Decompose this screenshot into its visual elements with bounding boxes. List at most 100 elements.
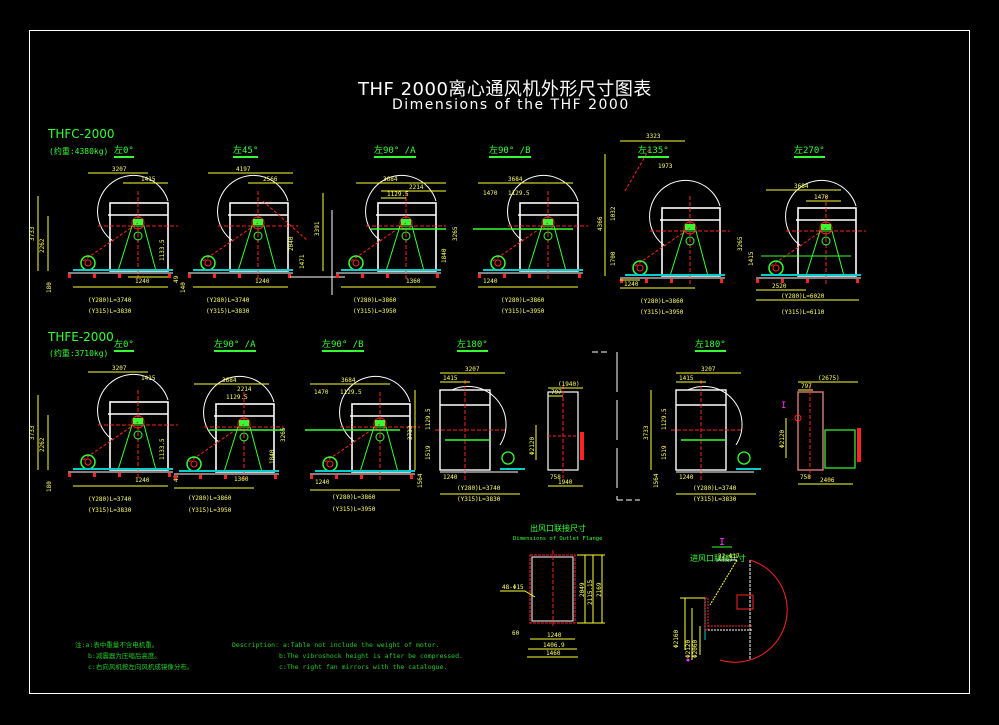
dim: 797 <box>551 389 562 396</box>
length-y315: (Y315)L=6110 <box>781 309 825 316</box>
view-thfc-135deg: 3323 1973 4366 1032 1700 1240 (Y280)L=38… <box>597 133 731 316</box>
dim-height: 4366 <box>597 216 604 231</box>
view-thfe-0deg: 3207 1415 3733 2262 1133.5 1240 49 180 (… <box>29 365 180 514</box>
view-label: 左270° <box>794 146 825 158</box>
dim: 60 <box>512 630 520 637</box>
length-y280: (Y280)L=3860 <box>640 298 684 305</box>
view-label: 左45° <box>233 146 259 158</box>
note-b: b:减震器为压缩后高度。 <box>88 652 161 660</box>
length-y315: (Y315)L=3830 <box>206 308 250 315</box>
length-y315: (Y315)L=3830 <box>88 308 132 315</box>
dim: 1840 <box>269 449 276 464</box>
view-thfc-45deg: 4197 2566 2040 3391 1471 1240 140 (Y280)… <box>180 166 324 315</box>
view-label: 左180° <box>457 340 488 352</box>
dim: 1470 <box>483 190 498 197</box>
outlet-holes-label: 48-Φ15 <box>502 584 524 591</box>
dim: Φ2160 <box>673 630 680 648</box>
dim: 1519 <box>661 445 668 460</box>
length-y280: (Y280)L=3860 <box>353 297 397 304</box>
dim-height: 3265 <box>280 427 287 442</box>
dim: 1940 <box>558 479 573 486</box>
outlet-flange-title: 出风口联接尺寸 <box>530 524 586 533</box>
dim: 1240 <box>679 474 694 481</box>
dim: 1129.5 <box>340 389 362 396</box>
note-a: a:表中重量不含电机重。 <box>85 641 159 649</box>
dim: 1360 <box>406 278 421 285</box>
dim: (2675) <box>818 375 840 382</box>
side-view-180a: (1940) 797 Φ2120 758 1940 <box>529 381 584 487</box>
view-label: 左0° <box>114 340 134 352</box>
drawing-frame <box>29 30 970 694</box>
dim: 2115.15 <box>587 579 594 605</box>
dim-height: 3733 <box>29 226 36 241</box>
length-y280: (Y280)L=3860 <box>188 495 232 502</box>
dim: 1240 <box>443 474 458 481</box>
dim: 1470 <box>814 194 829 201</box>
dim: 2214 <box>237 386 252 393</box>
inlet-flange-title: 进风口联接尺寸 <box>690 554 746 563</box>
note-b: b:The vibroshock height is after be comp… <box>279 652 463 660</box>
drawing-title-en: Dimensions of the THF 2000 <box>392 97 630 113</box>
dim: 2406 <box>820 477 835 484</box>
model-thfe: THFE-2000 <box>48 330 114 344</box>
dim: 1700 <box>610 251 617 266</box>
dim: 1519 <box>425 445 432 460</box>
dim: 1471 <box>299 254 306 269</box>
dim: 2262 <box>39 238 46 253</box>
length-y315: (Y315)L=3950 <box>188 507 232 514</box>
dim: 1415 <box>748 251 755 266</box>
dim-width: 3684 <box>222 377 237 384</box>
length-y280: (Y280)L=3860 <box>501 297 545 304</box>
dim: 1415 <box>141 176 156 183</box>
note-c: c:The right fan mirrors with the catalog… <box>279 663 448 671</box>
note-prefix: 注: <box>75 641 86 649</box>
view-thfe-90a: 3684 2214 1129.5 3265 1840 1360 (Y280)L=… <box>173 375 287 514</box>
dim-height: 3391 <box>314 221 321 236</box>
dim: 2214 <box>409 184 424 191</box>
dim: 758 <box>800 474 811 481</box>
dim: 1415 <box>679 375 694 382</box>
dim-height: 3265 <box>452 226 459 241</box>
dim: 1360 <box>234 476 249 483</box>
dim: 758 <box>550 474 561 481</box>
view-thfc-90a: 3684 2214 1129.5 3265 1840 1360 (Y280)L=… <box>335 174 459 315</box>
notes-cn: 注:a:表中重量不含电机重。 b:减震器为压缩后高度。 c:右向风机按左向风机成… <box>75 640 193 673</box>
view-thfc-90b: 3684 1470 1129.5 1240 (Y280)L=3860 (Y315… <box>473 174 589 315</box>
dim: 1564 <box>417 473 424 488</box>
dim: 2169 <box>596 582 603 597</box>
dim: 1240 <box>135 278 150 285</box>
dim-width: 3207 <box>465 366 480 373</box>
view-thfc-270deg: 3684 1470 3265 1415 2520 (Y280)L=6020 (Y… <box>737 179 867 316</box>
view-label: 左90° /A <box>214 340 256 352</box>
dim: 2262 <box>39 437 46 452</box>
dim: 2566 <box>263 176 278 183</box>
dim: 1415 <box>141 375 156 382</box>
note-c: c:右向风机按左向风机成镜像分布。 <box>88 663 194 671</box>
dim: Φ2120 <box>685 640 692 658</box>
dim: Φ2060 <box>692 640 699 658</box>
dim: 1240 <box>135 477 150 484</box>
dim-width: 3207 <box>701 366 716 373</box>
dim: 1032 <box>610 206 617 221</box>
dim: 1973 <box>658 163 673 170</box>
dim: 180 <box>46 282 53 293</box>
dim: 1406.9 <box>543 642 565 649</box>
length-y315: (Y315)L=3830 <box>457 496 501 503</box>
view-label: 左180° <box>695 340 726 352</box>
dim: 1840 <box>441 248 448 263</box>
dim: 1129.5 <box>661 408 668 430</box>
notes-en: Description: a:Table not include the wei… <box>232 640 463 673</box>
length-y315: (Y315)L=3830 <box>88 507 132 514</box>
dim-width: 3207 <box>112 365 127 372</box>
inlet-marker: I <box>719 537 726 548</box>
dim-width: 3684 <box>383 176 398 183</box>
length-y280: (Y280)L=3740 <box>206 297 250 304</box>
dim: 1240 <box>255 278 270 285</box>
length-y315: (Y315)L=3950 <box>501 308 545 315</box>
view-thfe-90b: 3684 1470 1129.5 1240 (Y280)L=3860 (Y315… <box>305 375 421 513</box>
drawing-title-cn: THF 2000离心通风机外形尺寸图表 <box>358 79 652 100</box>
dim: Φ2120 <box>529 437 536 455</box>
side-view-180b: (2675) 797 Φ2120 758 2406 I <box>779 375 861 485</box>
dim-width: 3684 <box>341 377 356 384</box>
